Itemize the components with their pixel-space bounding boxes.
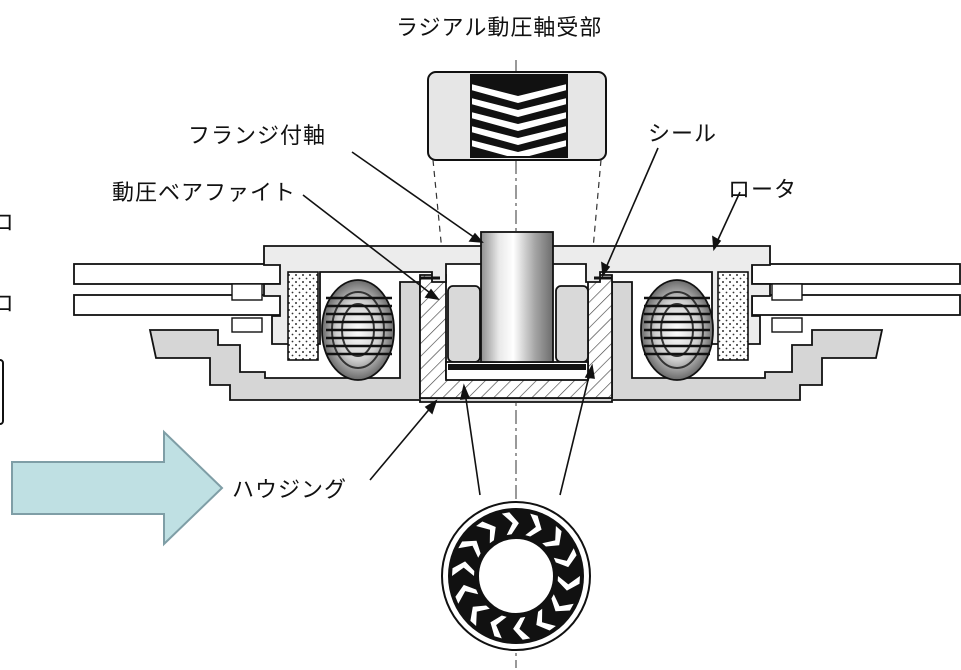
motor-base [148,281,884,403]
flanged-shaft [480,231,554,363]
thrust-groove [458,540,481,558]
thrust-groove [455,584,479,604]
label-housing: ハウジング [232,478,348,503]
label-dynamic-bearing: 動圧ベアファイト [112,181,297,206]
thrust-groove [490,615,507,639]
bearing-sleeve-left [447,285,481,363]
thrust-groove [476,521,496,544]
teal-arrow [11,429,224,547]
thrust-groove [470,605,490,626]
stator-coil-right [640,279,714,381]
thrust-groove [452,561,475,576]
bearing-sleeve-right [555,285,589,363]
clipped-label-2: コ [0,292,15,317]
thrust-groove [513,616,531,640]
thrust-groove [553,548,577,568]
thrust-groove [557,576,580,591]
label-radial-bearing: ラジアル動圧軸受部 [396,16,603,41]
magnet-right [717,271,749,361]
thrust-groove [551,594,574,612]
thrust-groove [501,512,519,536]
clipped-label-1: コ [0,211,15,236]
label-flange-shaft: フランジ付軸 [188,124,327,149]
thrust-bearing-ring-detail [441,501,591,651]
magnet-left [287,271,319,361]
radial-bearing-sleeve-detail [427,71,607,161]
leader-lines [302,147,741,496]
label-rotor: ロータ [728,178,798,203]
thrust-groove [525,513,542,537]
stator-coil-left [321,279,395,381]
label-seal: シール [648,122,718,147]
thrust-groove [536,608,556,631]
thrust-groove [542,526,562,547]
rotor-hub [263,245,771,345]
